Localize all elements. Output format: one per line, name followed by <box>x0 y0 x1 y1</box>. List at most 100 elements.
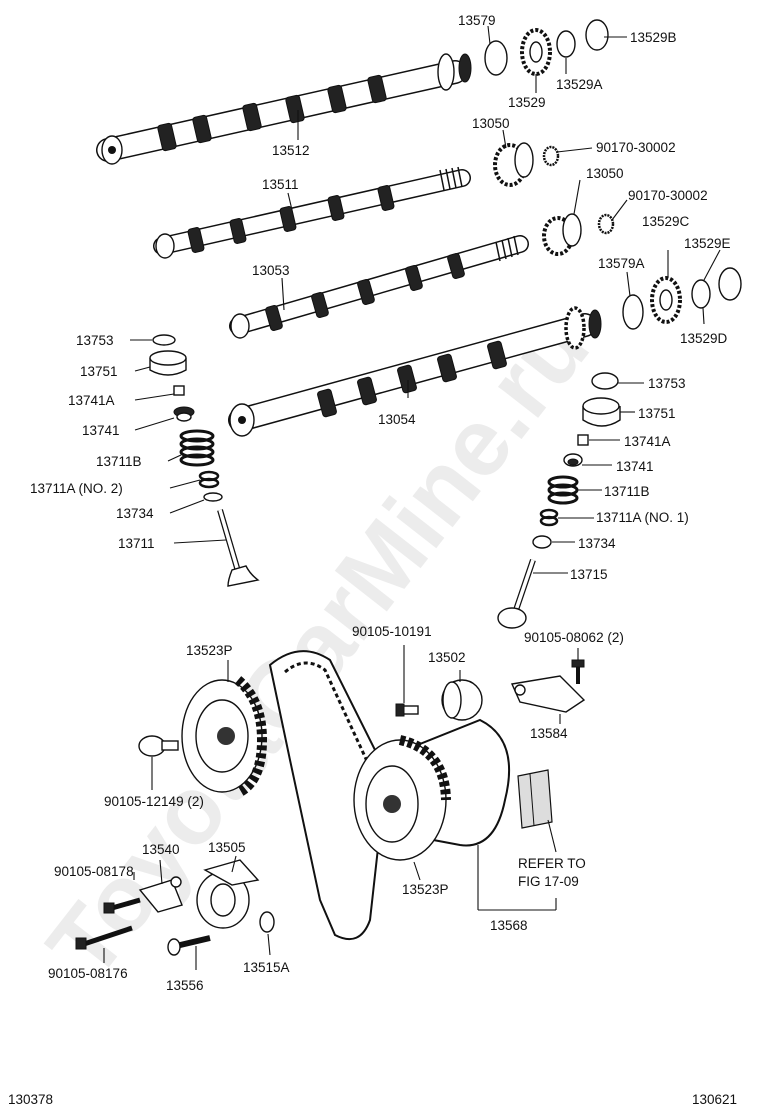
plug-90170-lower[interactable] <box>597 213 615 235</box>
washer-13529D[interactable] <box>691 279 711 309</box>
snap-ring-13529B[interactable] <box>585 19 609 51</box>
idler-13502[interactable] <box>441 679 483 721</box>
bolt-90105-08178[interactable] <box>103 897 141 914</box>
label-refer-line2: FIG 17-09 <box>518 874 579 889</box>
refer-box-fig-17-09 <box>517 769 553 829</box>
spring-13711A-no2[interactable] <box>198 470 220 489</box>
label-13556: 13556 <box>166 978 204 993</box>
label-13711A-no2: 13711A (NO. 2) <box>30 481 123 496</box>
retainer-13741-right[interactable] <box>563 453 583 467</box>
label-90105-12149: 90105-12149 (2) <box>104 794 204 809</box>
keeper-13741A-right[interactable] <box>577 434 589 446</box>
label-13753-left: 13753 <box>76 333 114 348</box>
gear-13050-lower[interactable] <box>542 213 582 256</box>
label-13529C: 13529C <box>642 214 690 229</box>
label-13741A-left: 13741A <box>68 393 115 408</box>
seat-13734-right[interactable] <box>532 535 552 549</box>
bolt-13556[interactable] <box>167 935 211 956</box>
washer-13529A[interactable] <box>556 30 576 58</box>
leader-lines <box>103 25 721 970</box>
label-13523P-upper: 13523P <box>186 643 233 658</box>
gear-13529[interactable] <box>520 28 552 76</box>
plug-90170-upper[interactable] <box>542 145 560 167</box>
label-13523P-lower: 13523P <box>402 882 449 897</box>
bolt-90105-10191[interactable] <box>395 703 419 717</box>
label-13505: 13505 <box>208 840 246 855</box>
label-13711B-left: 13711B <box>96 454 142 469</box>
part-number-labels: 13579 13529B 13529A 13529 13512 13050 90… <box>8 13 737 1107</box>
valve-13711[interactable] <box>217 509 260 587</box>
lifter-13751-left[interactable] <box>149 350 187 376</box>
bolt-90105-12149[interactable] <box>138 735 179 757</box>
label-13579A: 13579A <box>598 256 645 271</box>
label-13711: 13711 <box>118 536 155 551</box>
label-13734-right: 13734 <box>578 536 616 551</box>
label-13751-right: 13751 <box>638 406 676 421</box>
pulley-13523P-upper[interactable] <box>181 676 268 797</box>
label-13529D: 13529D <box>680 331 728 346</box>
label-13529A: 13529A <box>556 77 603 92</box>
label-13529E: 13529E <box>684 236 731 251</box>
label-13054: 13054 <box>378 412 416 427</box>
spring-13711B-left[interactable] <box>179 429 215 467</box>
camshaft-13511[interactable] <box>153 166 471 259</box>
label-refer-line1: REFER TO <box>518 856 586 871</box>
label-13511: 13511 <box>262 177 299 192</box>
washer-13515A[interactable] <box>259 911 275 933</box>
label-13540: 13540 <box>142 842 180 857</box>
label-90170-upper: 90170-30002 <box>596 140 676 155</box>
label-13502: 13502 <box>428 650 466 665</box>
label-90105-08176: 90105-08176 <box>48 966 128 981</box>
label-13053: 13053 <box>252 263 290 278</box>
keeper-13741A-left[interactable] <box>173 385 185 396</box>
label-13568: 13568 <box>490 918 528 933</box>
label-13751-left: 13751 <box>80 364 118 379</box>
label-13715: 13715 <box>570 567 608 582</box>
label-13529B: 13529B <box>630 30 677 45</box>
snap-ring-13579[interactable] <box>484 40 508 76</box>
corner-code-left: 130378 <box>8 1092 53 1107</box>
seat-13734-left[interactable] <box>203 492 223 502</box>
valve-13715[interactable] <box>497 559 536 629</box>
label-13050-lower: 13050 <box>586 166 624 181</box>
camshaft-13054[interactable] <box>228 306 602 437</box>
gear-13529C[interactable] <box>650 276 682 324</box>
label-13512: 13512 <box>272 143 310 158</box>
label-13741A-right: 13741A <box>624 434 671 449</box>
label-90105-08178: 90105-08178 <box>54 864 134 879</box>
label-13734-left: 13734 <box>116 506 154 521</box>
spring-13711B-right[interactable] <box>547 475 579 505</box>
bracket-13584[interactable] <box>510 675 586 713</box>
tensioner-13505[interactable] <box>196 859 260 929</box>
camshaft-13512[interactable] <box>96 53 472 165</box>
label-13741-right: 13741 <box>616 459 654 474</box>
shim-13753-left[interactable] <box>152 334 176 346</box>
bolt-90105-08062[interactable] <box>571 659 585 684</box>
label-90105-10191: 90105-10191 <box>352 624 432 639</box>
spring-13711A-no1[interactable] <box>539 508 559 527</box>
label-90105-08062: 90105-08062 (2) <box>524 630 624 645</box>
label-13529: 13529 <box>508 95 546 110</box>
corner-code-right: 130621 <box>692 1092 737 1107</box>
label-13050-upper: 13050 <box>472 116 510 131</box>
label-13584: 13584 <box>530 726 568 741</box>
pulley-13523P-lower[interactable] <box>353 735 451 861</box>
label-13711B-right: 13711B <box>604 484 650 499</box>
gear-13050-upper[interactable] <box>493 142 534 187</box>
snap-ring-13529E[interactable] <box>718 267 742 301</box>
label-13741-left: 13741 <box>82 423 120 438</box>
lifter-13751-right[interactable] <box>582 397 621 427</box>
label-13579: 13579 <box>458 13 496 28</box>
camshaft-13053[interactable] <box>229 235 529 339</box>
label-90170-lower: 90170-30002 <box>628 188 708 203</box>
shim-13753-right[interactable] <box>591 372 619 390</box>
label-13711A-no1: 13711A (NO. 1) <box>596 510 689 525</box>
snap-ring-13579A[interactable] <box>622 294 644 330</box>
label-13515A: 13515A <box>243 960 290 975</box>
retainer-13741-left[interactable] <box>173 406 195 422</box>
bracket-13540[interactable] <box>138 876 183 913</box>
bolt-90105-08176[interactable] <box>75 925 133 950</box>
label-13753-right: 13753 <box>648 376 686 391</box>
